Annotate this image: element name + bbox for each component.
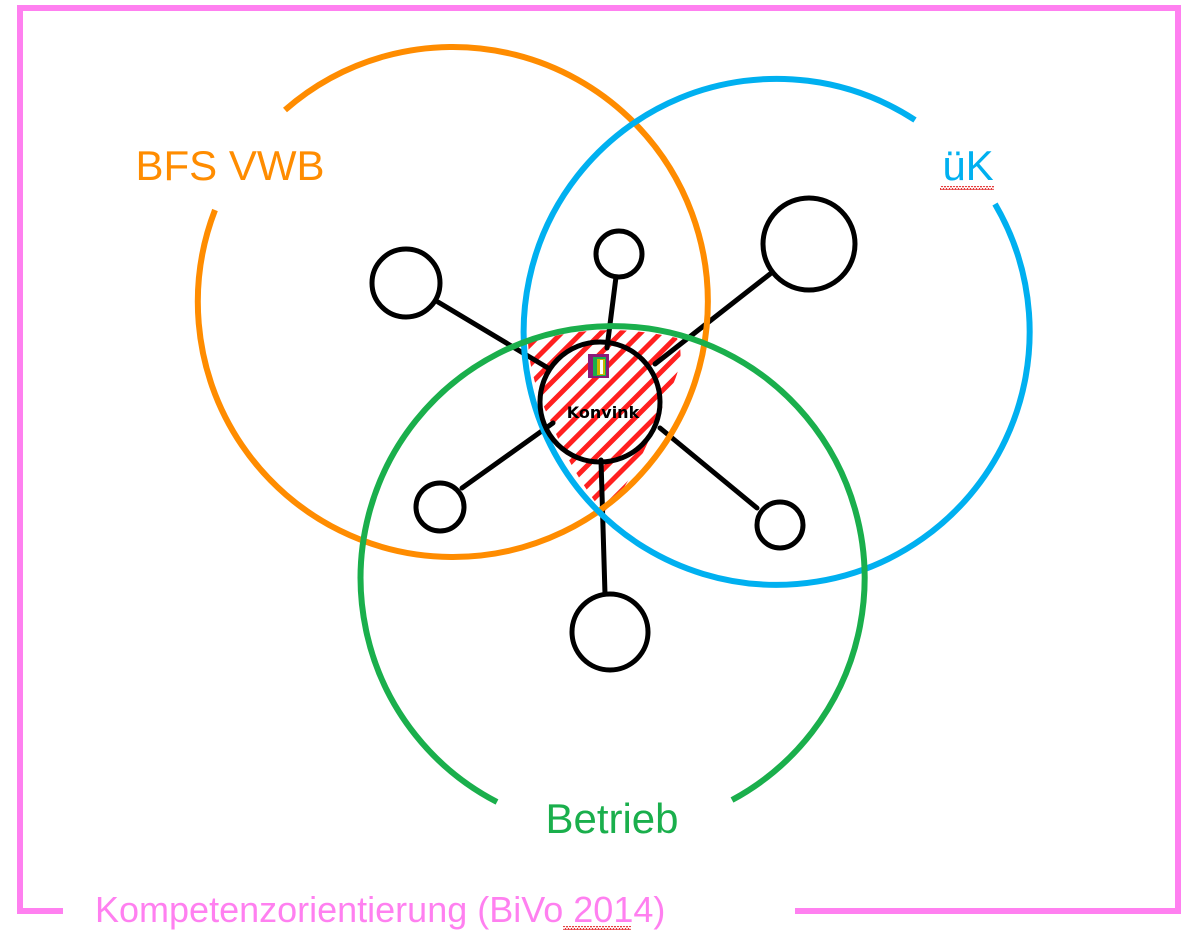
circle-uek: [520, 75, 1033, 588]
frame-caption: Kompetenzorientierung (BiVo 2014): [95, 889, 665, 930]
center-node: [537, 339, 663, 465]
spokes: [435, 271, 773, 597]
node-top: [593, 228, 645, 280]
label-betrieb: Betrieb: [545, 795, 678, 842]
circle-betrieb: [357, 323, 868, 805]
spoke-top: [604, 274, 619, 351]
hatched-intersection: [528, 330, 681, 515]
label-uek: üK: [942, 142, 993, 189]
center-label: Konvink: [567, 403, 640, 422]
node-bottom: [569, 591, 651, 673]
satellite-nodes: [369, 195, 858, 673]
konvink-logo-icon: [588, 354, 609, 378]
spellcheck-underline-bivo: [563, 926, 631, 930]
node-lower-left: [413, 480, 467, 534]
spellcheck-underline-uek: [940, 186, 994, 190]
label-bfs-vwb: BFS VWB: [135, 142, 324, 189]
node-upper-right: [760, 195, 858, 293]
spoke-upper-right: [652, 271, 773, 367]
node-lower-right: [754, 499, 806, 551]
spoke-lower-right: [657, 425, 760, 511]
circle-bfs-vwb: [194, 43, 711, 560]
node-upper-left: [369, 246, 443, 320]
spoke-lower-left: [459, 420, 556, 491]
spoke-upper-left: [435, 299, 551, 371]
frame-border: [17, 5, 1181, 914]
spoke-bottom: [598, 457, 608, 597]
